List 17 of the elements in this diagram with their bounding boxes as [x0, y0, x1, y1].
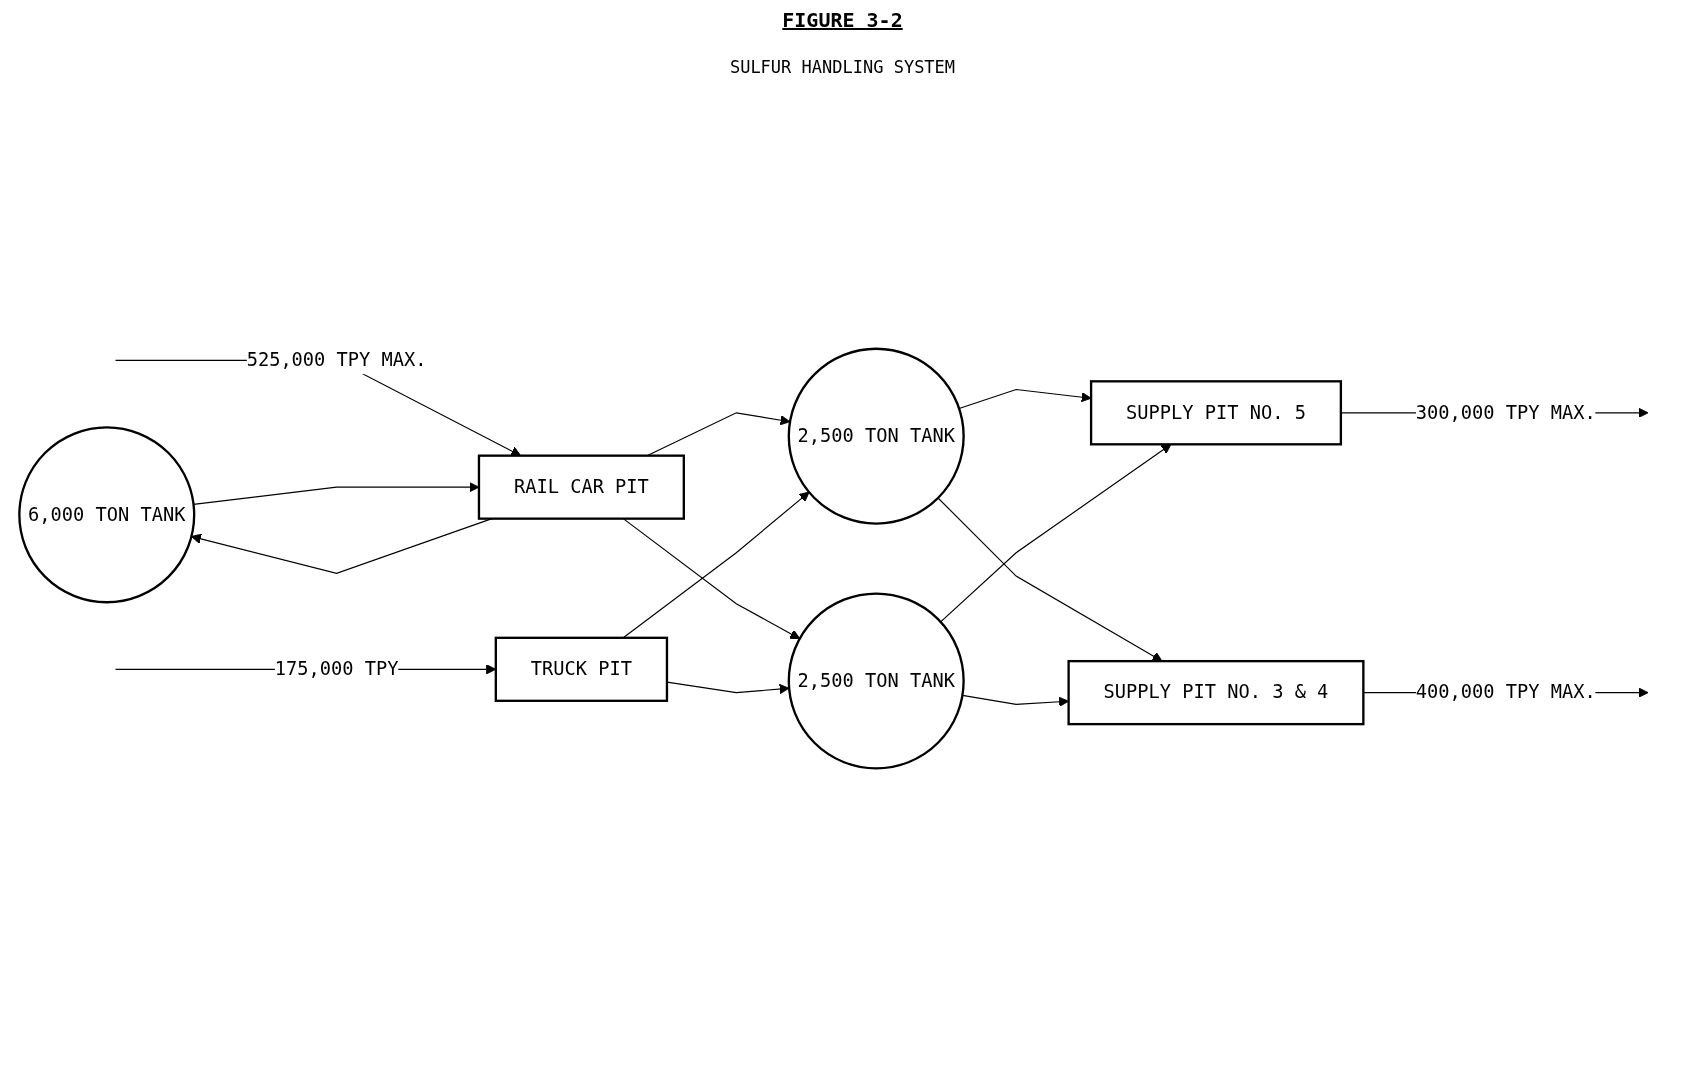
edge-label: 300,000 TPY MAX. [1415, 400, 1596, 423]
arrow [958, 388, 1092, 409]
subtitle: SULFUR HANDLING SYSTEM [729, 57, 956, 77]
node-circle: 2,500 TON TANK [787, 347, 965, 525]
edge-label: 400,000 TPY MAX. [1415, 680, 1596, 703]
node-box: RAIL CAR PIT [477, 454, 685, 520]
figure-title: FIGURE 3-2 [782, 8, 903, 32]
edge-label: 175,000 TPY [274, 657, 399, 680]
node-circle: 2,500 TON TANK [787, 592, 965, 770]
arrow [940, 443, 1172, 623]
node-circle: 6,000 TON TANK [18, 425, 196, 604]
node-box: TRUCK PIT [494, 636, 669, 702]
arrow [622, 491, 810, 639]
edge-label: 525,000 TPY MAX. [246, 348, 427, 371]
arrow [666, 681, 790, 694]
node-box: SUPPLY PIT NO. 3 & 4 [1067, 659, 1365, 725]
node-box: SUPPLY PIT NO. 5 [1089, 379, 1343, 446]
